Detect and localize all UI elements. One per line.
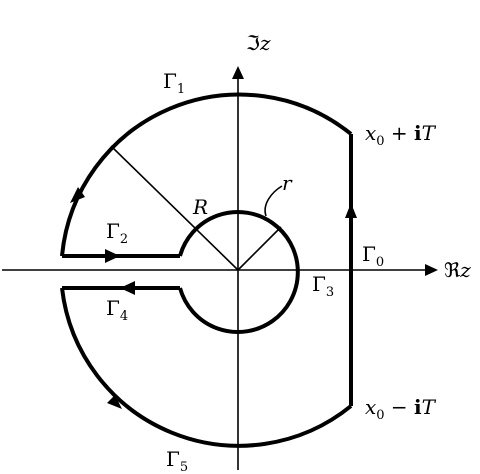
gamma1-direction-arrow xyxy=(70,187,85,203)
gamma5-label: Γ5 xyxy=(166,447,188,474)
radius-r-line xyxy=(237,226,282,271)
bottom-endpoint-label: x0 − iT xyxy=(365,395,437,423)
gamma0-label: Γ0 xyxy=(362,242,384,270)
imaginary-axis-arrowhead xyxy=(232,66,244,79)
contour xyxy=(60,92,353,448)
gamma5-arc xyxy=(60,287,353,448)
imaginary-axis-label: ℑz xyxy=(246,31,271,55)
gamma2-label: Γ2 xyxy=(106,219,128,247)
gamma1-arc xyxy=(60,92,353,257)
radius-r-leader xyxy=(264,185,283,217)
gamma3-arc xyxy=(178,210,300,334)
gamma3-label: Γ3 xyxy=(312,272,334,300)
axes xyxy=(2,66,438,470)
gamma1-label: Γ1 xyxy=(163,69,185,97)
big-radius-label: R xyxy=(192,195,208,219)
real-axis-label: ℜz xyxy=(444,258,471,282)
gamma5-direction-arrow xyxy=(107,395,122,409)
direction-arrows xyxy=(70,187,357,409)
gamma4-label: Γ4 xyxy=(106,296,128,324)
top-endpoint-label: x0 + iT xyxy=(365,121,437,149)
gamma0-direction-arrow xyxy=(345,203,357,218)
radius-R-line xyxy=(110,145,239,271)
gamma2-direction-arrow xyxy=(105,249,120,263)
real-axis-arrowhead xyxy=(425,264,438,276)
gamma4-direction-arrow xyxy=(120,281,135,295)
small-radius-label: r xyxy=(282,171,293,195)
